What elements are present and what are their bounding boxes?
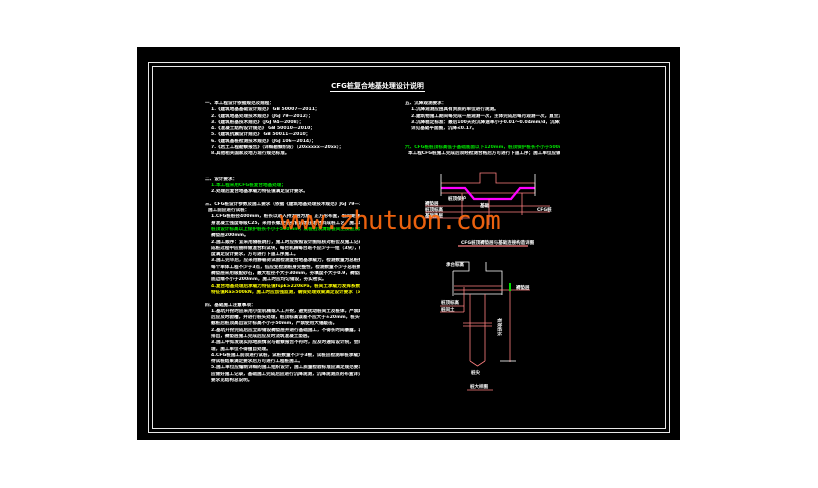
note-line: 4.CFG桩施工前须进行试桩，试桩数量不少于3根，试桩应检测单桩承载力及复合地基… — [211, 352, 360, 358]
watermark: www.zhutuon.com — [280, 206, 501, 236]
notes-left-column: 一、本工程设计依据规范及规程：1.《建筑地基基础设计规范》 GB 50007—2… — [205, 101, 360, 384]
note-line: 三、CFG桩设计参数及施工要求（依据《建筑地基处理技术规范》JGJ 79—201… — [205, 201, 360, 207]
diagram2-caption: 桩大样图 — [470, 383, 488, 390]
note-line: 身混凝土强度等级C25，采用长螺旋钻孔管内泵压混合料成桩工艺，施工时应严格控制， — [211, 220, 360, 226]
note-line: 后应及时验槽，并进行桩头处理，桩顶标高误差不应大于±20mm，桩头截断后应平整， — [211, 315, 360, 321]
note-line: 1.沉降观测应由具有资质的单位进行观测。 — [411, 107, 499, 113]
drawing-frame-outer — [148, 62, 670, 433]
note-line: 详见基础平面图，沉降≤0.17。 — [411, 126, 477, 132]
note-line: 底边缘不小于200mm，施工时应均匀铺设，夯实密实。 — [211, 277, 327, 283]
note-line: 4.《混凝土结构设计规范》 GB 50010—2010； — [211, 126, 315, 132]
note-line: 应做好施工记录，基础施工完成后应进行沉降观测，沉降观测点的布置详见基础平面图，观… — [211, 371, 360, 377]
diagram2-label: 褥垫层 — [515, 284, 530, 291]
diagram2-label: 有效桩长 — [496, 318, 503, 336]
diagram1-caption: CFG桩顶褥垫层与基础连接构造详图 — [461, 239, 535, 246]
note-line: 褥垫层采用级配砂石，最大粒径不大于30mm，夯填度不大于0.9，褥垫层宽度超出基… — [211, 271, 360, 277]
note-line: 待试桩结果满足要求后方可进行工程桩施工。 — [211, 359, 303, 365]
note-line: 1.本工程采用CFG桩复合地基处理； — [211, 182, 286, 188]
note-line: 理，施工单位不得擅自处理。 — [211, 346, 271, 352]
note-line: 桩顶设计标高以上保护桩长不小于500mm，成桩后须清除桩间土及桩顶浮浆，桩顶铺设 — [211, 226, 360, 232]
diagram1-label: 基础 — [480, 202, 489, 209]
note-line: 每个单体工程不少于3点，低应变检测桩身完整性，检测数量不少于总桩数的10%， — [211, 264, 360, 270]
note-line: 二、设计要求： — [205, 176, 238, 182]
note-line: 3.沉降稳定标准：最后100天的沉降速率小于0.01～0.04mm/d，沉降观测… — [411, 119, 560, 125]
note-line: 2.处理后复合地基承载力特征值满足设计要求。 — [211, 189, 308, 195]
note-line: 2.建筑物施工期间每完成一层观测一次，主体完成后每月观测一次，直至沉降稳定为止。 — [411, 113, 560, 119]
note-line: 成桩过程中应抽样做混合料试块，每台机械每台班不应少于一组（3块），桩身混凝土强 — [211, 245, 360, 251]
note-line: 8.其他相关国家及地方现行规范标准。 — [211, 151, 290, 157]
note-line: 3.施工中如发现实际地质情况与勘察报告不符时，应及时通知设计院，会同有关单位研究… — [211, 340, 360, 346]
note-line: 五、沉降观测要求： — [405, 101, 447, 106]
diagram2-label: 桩尖 — [471, 369, 480, 376]
drawing-title: CFG桩复合地基处理设计说明 — [330, 82, 425, 92]
note-line: 排出，褥垫层施工完成后应及时浇筑混凝土垫层。 — [211, 333, 313, 339]
notes-right-column: 五、沉降观测要求：1.沉降观测应由具有资质的单位进行观测。2.建筑物施工期间每完… — [405, 101, 560, 158]
pile-cap-connection-detail — [425, 172, 550, 247]
diagram1-label: 桩顶保护 — [448, 195, 466, 202]
note-line: 一、本工程设计依据规范及规程： — [205, 101, 274, 106]
note-line: 3.《建筑桩基技术规范》（JGJ 94—2008）； — [211, 119, 304, 125]
note-line: 2.施工顺序：宜采用隔桩跳打，施工时应按照设计图纸核对桩位及施工记录资料。 — [211, 239, 360, 245]
note-line: 四、基础施工注意事项： — [205, 302, 256, 308]
diagram2-label: 桩间土 — [441, 306, 455, 313]
note-line: 5.施工单位应编制详细的施工组织设计，施工质量检验标准应满足规范要求，施工中 — [211, 365, 360, 371]
diagram1-label: 基础垫层 — [425, 212, 443, 219]
note-line: 要求见结构总说明。 — [211, 378, 253, 384]
note-line: 截桩后桩顶高出设计标高不小于50mm，严禁使用大锤敲击。 — [211, 321, 338, 327]
note-line: 3.施工完毕后，应采用静载荷试验检测复合地基承载力，检测数量为总桩数的0.5%～… — [211, 258, 360, 264]
note-line: 5.《建筑抗震设计规范》 GB 50011—2010； — [211, 132, 311, 138]
drawing-canvas — [137, 47, 680, 440]
note-line: 2.《建筑地基处理技术规范》（JGJ 79—2012）； — [211, 113, 313, 119]
note-line: 特征值Ra≥500kN，施工时应加强监测，确保处理效果满足设计要求（≥220kP… — [211, 289, 360, 295]
diagram1-label: CFG桩 — [537, 206, 552, 213]
note-line: 7.《岩土工程勘察报告》（详细勘察阶段）（20xxxxx—20xx）； — [211, 145, 344, 151]
diagram2-label: 桩顶标高 — [441, 299, 459, 306]
note-line: 1.《建筑地基基础设计规范》 GB 50007—2011； — [211, 107, 320, 113]
note-line: 1.基坑开挖时应采用小型机械或人工开挖，避免扰动桩间土及桩体，严禁超挖，基坑开挖 — [211, 308, 360, 314]
note-line: 施工前应进行试桩： — [208, 208, 250, 214]
note-line: 4.复合地基处理后承载力特征值fspk≥220kPa，桩间土承载力发挥系数取0.… — [211, 283, 360, 289]
note-line: 度满足设计要求，方可进行下道工序施工。 — [211, 252, 299, 258]
note-line: 褥垫层200mm。 — [211, 233, 249, 239]
diagram1-label: 褥垫层 — [424, 200, 439, 207]
pile-detail — [440, 261, 530, 391]
note-line: 六、CFG桩桩顶标高低于基础底面以下120mm，桩顶保护桩长不小于500mm，施… — [405, 145, 560, 151]
diagram1-label: 桩顶标高 — [425, 206, 443, 213]
note-line: 2.基坑开挖完成后应立即铺设褥垫层并进行基础施工，不得长时间暴露，若有积水应及时 — [211, 327, 360, 333]
drawing-frame-inner — [152, 66, 666, 429]
note-line: 6.《建筑基桩检测技术规范》（JGJ 106—2014）； — [211, 138, 317, 144]
note-line: 1.CFG桩桩径400mm，桩长以进入持力层为准，正方形布置，桩间距详见平面图，… — [211, 214, 360, 220]
diagram2-label: 承台标高 — [446, 261, 464, 268]
note-line: 本工程CFG桩施工完成后须经检测合格后方可进行下道工序；施工单位应做好记录并报验… — [408, 151, 560, 157]
